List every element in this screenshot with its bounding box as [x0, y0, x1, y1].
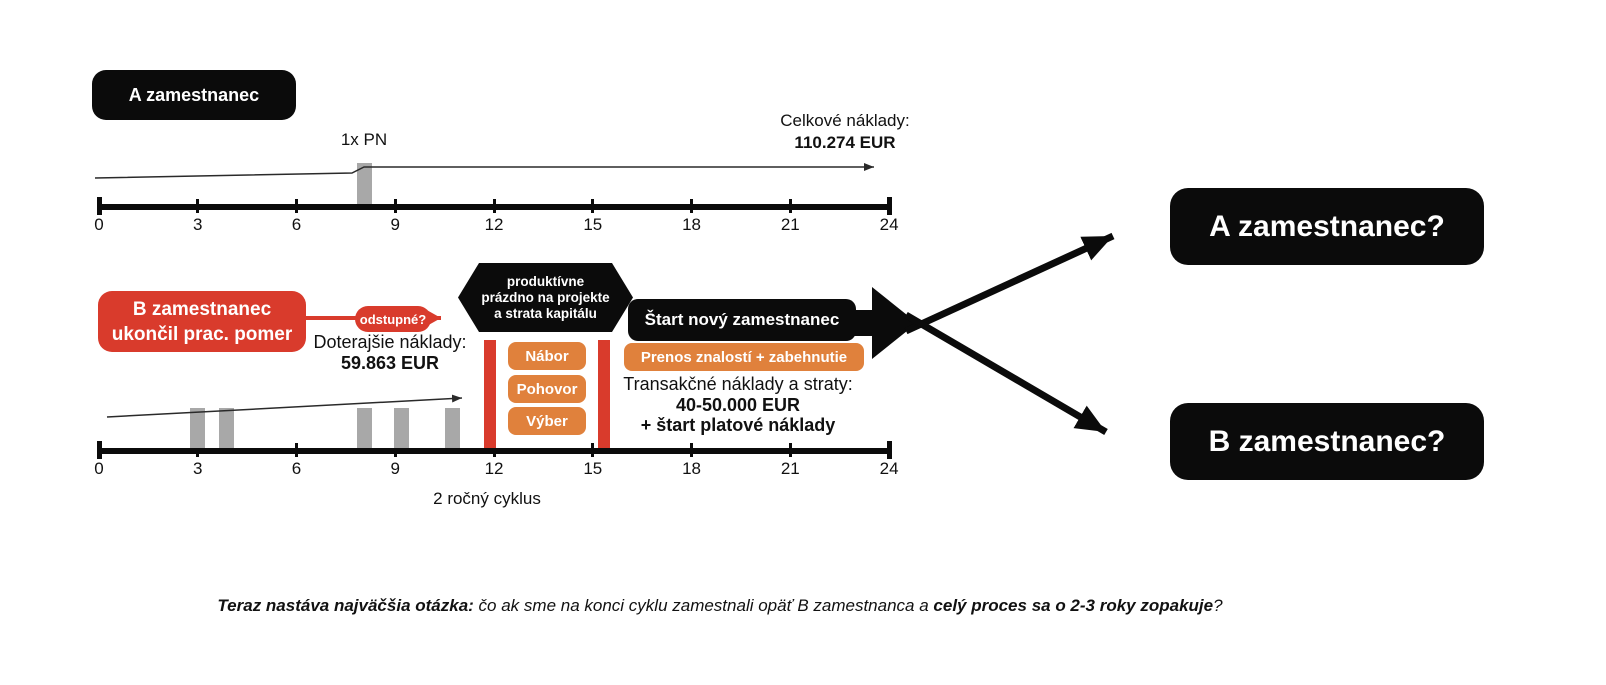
tick-label: 15 — [583, 459, 603, 478]
knowledge-transfer-box: Prenos znalostí + zabehnutie — [624, 343, 864, 371]
employee-b-label-line2: ukončil prac. pomer — [111, 323, 293, 345]
tick-label: 24 — [879, 215, 899, 234]
tick-mark — [196, 443, 200, 457]
costs-so-far-label: Doterajšie náklady: — [313, 332, 467, 352]
costs-so-far-value: 59.863 EUR — [340, 353, 440, 373]
costs-so-far: Doterajšie náklady: 59.863 EUR — [300, 332, 480, 374]
cycle-cut-bar — [597, 340, 610, 448]
tick-mark — [690, 443, 694, 457]
tick-mark — [393, 199, 397, 213]
transaction-costs-extra: + štart platové náklady — [640, 415, 836, 435]
tick-label: 15 — [583, 215, 603, 234]
sick-leave-bar — [394, 408, 410, 448]
total-costs-value: 110.274 EUR — [794, 133, 896, 152]
transaction-costs: Transakčné náklady a straty: 40-50.000 E… — [603, 374, 873, 436]
tick-label: 24 — [879, 459, 899, 478]
tick-label: 6 — [291, 215, 302, 234]
employee-b-label-line1: B zamestnanec — [132, 298, 272, 320]
tick-mark — [393, 443, 397, 457]
tick-mark — [591, 199, 595, 213]
transaction-costs-label: Transakčné náklady a straty: — [623, 374, 853, 394]
total-costs: Celkové náklady: 110.274 EUR — [725, 110, 965, 154]
step-recruiting: Nábor — [508, 342, 586, 370]
tick-mark — [690, 199, 694, 213]
sick-leave-bar — [190, 408, 206, 448]
decision-option-a: A zamestnanec? — [1170, 188, 1484, 265]
tick-label: 18 — [682, 215, 701, 234]
decision-option-b: B zamestnanec? — [1170, 403, 1484, 480]
tick-mark — [591, 443, 595, 457]
tick-mark — [96, 197, 102, 215]
transaction-costs-value: 40-50.000 EUR — [675, 394, 801, 415]
severance-pill: odstupné? — [355, 306, 431, 332]
tick-label: 21 — [780, 459, 800, 478]
tick-mark — [886, 441, 892, 459]
tick-mark — [295, 443, 299, 457]
cost-trend-arrow-a — [94, 163, 874, 179]
hexagon-line1: produktívne — [506, 273, 585, 289]
productive-void-hexagon: produktívne prázdno na projekte a strata… — [458, 263, 633, 332]
sick-leave-bar — [218, 408, 234, 448]
tick-mark — [886, 197, 892, 215]
pn-label-a: 1x PN — [340, 130, 388, 149]
step-interview: Pohovor — [508, 375, 586, 403]
tick-label: 0 — [94, 215, 104, 234]
cycle-label: 2 ročný cyklus — [433, 489, 541, 508]
tick-mark — [788, 199, 792, 213]
tick-mark — [788, 443, 792, 457]
footer-question-regular1: čo ak sme na konci cyklu zamestnali opäť… — [473, 596, 934, 615]
cost-trend-arrow-b — [106, 394, 463, 418]
employee-b-box: B zamestnanec ukončil prac. pomer — [98, 291, 306, 352]
tick-mark — [492, 443, 496, 457]
tick-mark — [96, 441, 102, 459]
hexagon-line3: a strata kapitálu — [494, 305, 597, 321]
employee-a-label: A zamestnanec — [128, 84, 260, 105]
step-selection: Výber — [508, 407, 586, 435]
employee-a-box: A zamestnanec — [92, 70, 296, 120]
tick-label: 9 — [390, 459, 400, 478]
sick-leave-bar — [356, 163, 372, 204]
sick-leave-bar — [445, 408, 461, 448]
tick-mark — [295, 199, 299, 213]
flow-arrow — [838, 287, 917, 359]
tick-label: 3 — [193, 215, 203, 234]
tick-label: 18 — [682, 459, 701, 478]
decision-arrow-up — [904, 232, 1115, 335]
footer-question: Teraz nastáva najväčšia otázka: čo ak sm… — [20, 596, 1420, 616]
footer-question-bold2: celý proces sa o 2-3 roky zopakuje — [933, 596, 1214, 615]
tick-label: 6 — [291, 459, 302, 478]
footer-question-regular2: ? — [1213, 596, 1223, 615]
new-employee-start-box: Štart nový zamestnanec — [628, 299, 856, 341]
tick-label: 21 — [780, 215, 800, 234]
footer-question-bold1: Teraz nastáva najväčšia otázka: — [217, 596, 474, 615]
tick-label: 12 — [484, 459, 504, 478]
tick-label: 12 — [484, 215, 504, 234]
tick-label: 9 — [390, 215, 400, 234]
hexagon-line2: prázdno na projekte — [481, 289, 610, 305]
tick-mark — [196, 199, 200, 213]
sick-leave-bar — [357, 408, 373, 448]
decision-arrow-down — [904, 311, 1108, 436]
tick-mark — [492, 199, 496, 213]
tick-label: 0 — [94, 459, 104, 478]
total-costs-label: Celkové náklady: — [780, 111, 910, 130]
cycle-cut-bar — [484, 340, 497, 448]
tick-label: 3 — [193, 459, 203, 478]
